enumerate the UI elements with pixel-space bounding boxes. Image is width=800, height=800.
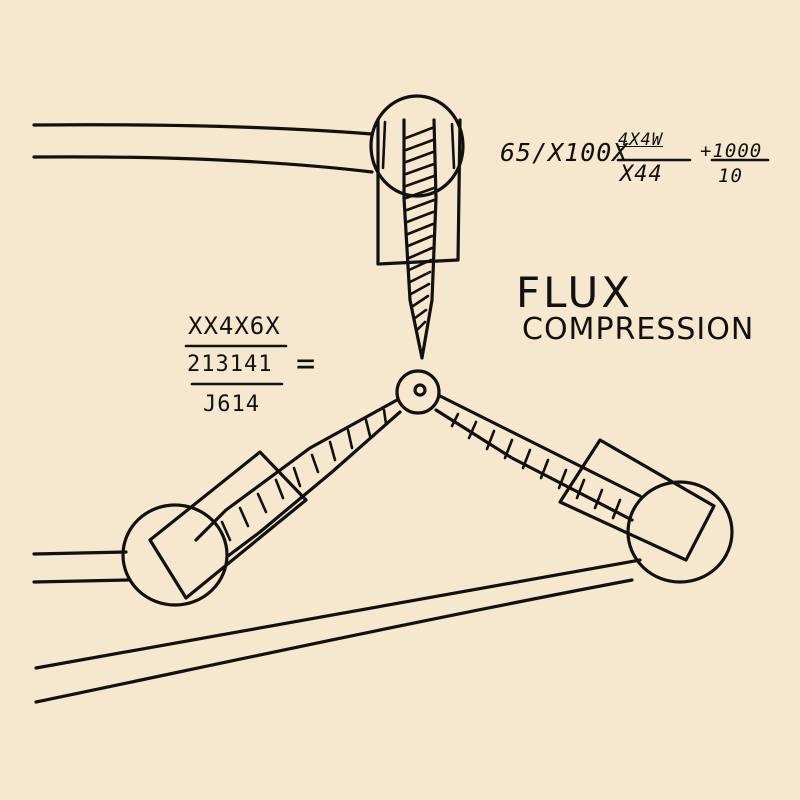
right-tube-hatching bbox=[450, 412, 622, 520]
top-housing-inner-left bbox=[381, 120, 387, 170]
left-tube-outline bbox=[194, 398, 402, 558]
formula-left-numerator: XX4X6X bbox=[188, 312, 281, 340]
formula-top-part1: 65/X100X bbox=[500, 138, 629, 167]
wire-bottom-lower bbox=[34, 578, 634, 704]
right-housing-box bbox=[558, 438, 716, 562]
left-wire-lower bbox=[32, 578, 130, 584]
title-line-1: FLUX bbox=[516, 268, 633, 317]
formula-top-fraction-bottom: X44 bbox=[620, 162, 663, 187]
formula-top-plus-bottom: 10 bbox=[718, 165, 743, 187]
left-housing-box bbox=[148, 450, 308, 600]
formula-left-equals: = bbox=[296, 344, 317, 382]
right-electrode-circle bbox=[626, 480, 734, 584]
formula-top-fraction-top: 4X4W bbox=[618, 130, 663, 150]
formula-left-middle: 213141 bbox=[187, 352, 273, 377]
left-tube-hatching bbox=[220, 408, 388, 542]
wire-bottom-upper bbox=[34, 558, 642, 670]
title-line-2: COMPRESSION bbox=[522, 312, 755, 347]
top-tube-outline bbox=[402, 118, 438, 360]
top-electrode-circle bbox=[369, 94, 465, 198]
wire-top-lower bbox=[32, 155, 374, 174]
wire-top-upper bbox=[32, 123, 374, 136]
right-tube-outline bbox=[434, 394, 642, 522]
formula-top-plus-top: +1000 bbox=[700, 140, 763, 162]
top-tube-hatching bbox=[404, 126, 436, 332]
left-electrode-circle bbox=[121, 503, 229, 607]
top-housing-box bbox=[376, 118, 462, 266]
top-housing-inner-right bbox=[450, 122, 456, 170]
center-node-dot bbox=[413, 383, 427, 397]
left-wire-upper bbox=[32, 550, 128, 556]
center-node-ring bbox=[395, 369, 441, 415]
formula-left-denominator: J614 bbox=[203, 392, 260, 417]
